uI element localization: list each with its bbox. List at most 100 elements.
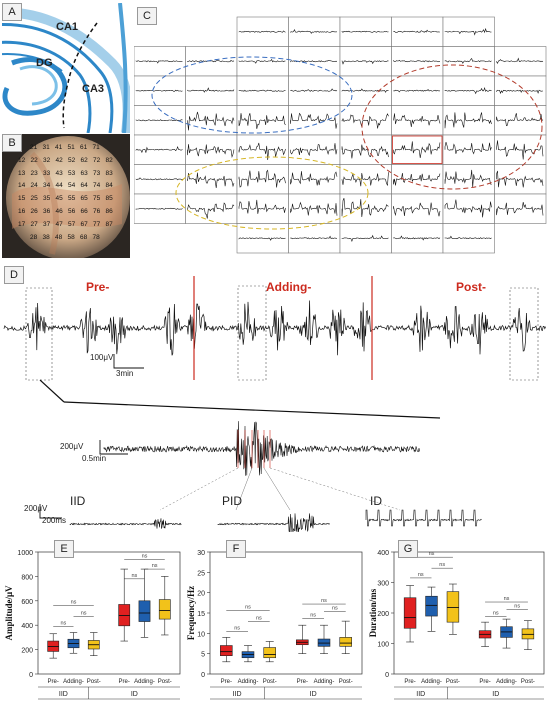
region-ca1-label: CA1 [56,21,79,33]
mea-cell-trace [187,172,235,189]
mea-cell-trace [393,141,441,158]
box-body [403,597,417,629]
mea-cell-trace [496,89,544,95]
electrode-number: 25 [30,195,38,203]
x-category-label: Post- [263,679,277,685]
x-category-label: Adding- [134,679,155,685]
y-tick-label: 20 [197,591,205,598]
electrode-number: 47 [55,220,63,228]
zoom-line [39,379,65,403]
significance-label: ns [142,553,148,559]
mea-cell-trace [135,119,183,122]
x-category-label: Pre- [404,679,415,685]
scale-bar-events [39,504,62,519]
group-label: IID [233,691,242,698]
electrode-number: 83 [105,169,113,177]
electrode-number: 74 [93,182,101,190]
cluster-ellipse-yellow [175,156,369,230]
mea-cell-trace [393,29,440,33]
electrode-number: 43 [55,169,63,177]
mea-cell-trace [444,112,492,129]
electrode-number: 35 [43,195,51,203]
electrode-number: 51 [67,144,75,151]
electrode-number: 63 [80,169,88,177]
electrode-number: 36 [43,208,51,215]
mea-cell-trace [341,172,389,187]
electrode-number: 57 [68,220,76,228]
significance-label: ns [429,551,435,557]
x-category-label: Pre- [221,679,232,685]
y-tick-label: 200 [377,611,389,618]
mea-cell-trace [290,171,338,186]
y-tick-label: 400 [21,623,33,630]
x-category-label: Adding- [238,679,259,685]
electrode-number: 16 [18,208,26,215]
y-tick-label: 5 [201,652,205,659]
mea-cell-trace [393,235,441,241]
plot-frame [393,551,545,675]
scale-main-time: 3min [116,369,134,378]
box-body [263,647,276,659]
mea-cell-trace [290,201,338,216]
box-plot-frequency: 051015202530Frequency/HzPre-Adding-Post-… [186,550,363,700]
id-trace [365,509,482,527]
mea-cell-trace [444,235,492,240]
electrode-number: 23 [30,169,38,177]
event-connector [263,467,291,511]
mea-cell-trace [290,143,338,157]
significance-label: ns [321,598,327,604]
selection-box [25,287,53,381]
zoom-line [63,401,441,419]
mea-cell-trace [393,113,441,128]
electrode-number: 71 [92,144,100,151]
significance-label: ns [245,605,251,611]
group-label: ID [492,691,499,698]
mea-cell [133,134,186,165]
scale-main-amplitude: 100μV [90,353,114,362]
x-category-label: Pre- [297,679,308,685]
highlight-box [392,135,443,164]
x-category-label: Post- [158,679,172,685]
mea-cell-trace [444,27,492,36]
event-id-label: ID [370,494,382,508]
box-body [158,599,171,620]
y-tick-label: 10 [197,631,205,638]
mea-cell-trace [238,89,286,92]
group-label: IID [59,691,68,698]
scale-zoom-amplitude: 200μV [60,442,84,451]
electrode-number: 46 [55,208,63,215]
mea-cell-trace [341,197,389,218]
panel-g-label: G [398,540,418,558]
significance-label: ns [256,616,262,622]
mea-cell-trace [444,199,492,218]
panel-d-label: D [4,266,24,284]
group-label: ID [310,691,317,698]
electrode-number: 77 [93,220,101,228]
mea-cell-trace [496,113,544,127]
mea-cell-trace [444,87,492,95]
x-category-label: Post- [521,679,535,685]
pid-trace [217,513,330,534]
y-tick-label: 1000 [17,550,33,557]
mea-cell-trace [290,88,338,92]
x-category-label: Adding- [63,679,84,685]
phase-pre-label: Pre- [86,280,110,294]
y-tick-label: 25 [197,570,205,577]
mea-cell-trace [444,57,492,64]
mea-cell-trace [238,58,286,64]
scale-bar-zoom [99,440,128,455]
y-tick-label: 400 [377,550,389,557]
significance-label: ns [60,620,66,626]
electrode-number: 53 [68,169,76,177]
electrode-number: 13 [18,169,26,177]
mea-trace-grid [133,16,547,254]
region-dg-label: DG [36,57,53,69]
electrode-number: 68 [80,233,88,241]
mea-cell-trace [187,202,235,219]
mea-cell-trace [496,170,544,188]
y-tick-label: 0 [201,672,205,679]
mea-cell-trace [238,237,286,241]
electrode-number: 14 [18,182,26,190]
y-axis-label: Amplitude/μV [4,585,14,641]
